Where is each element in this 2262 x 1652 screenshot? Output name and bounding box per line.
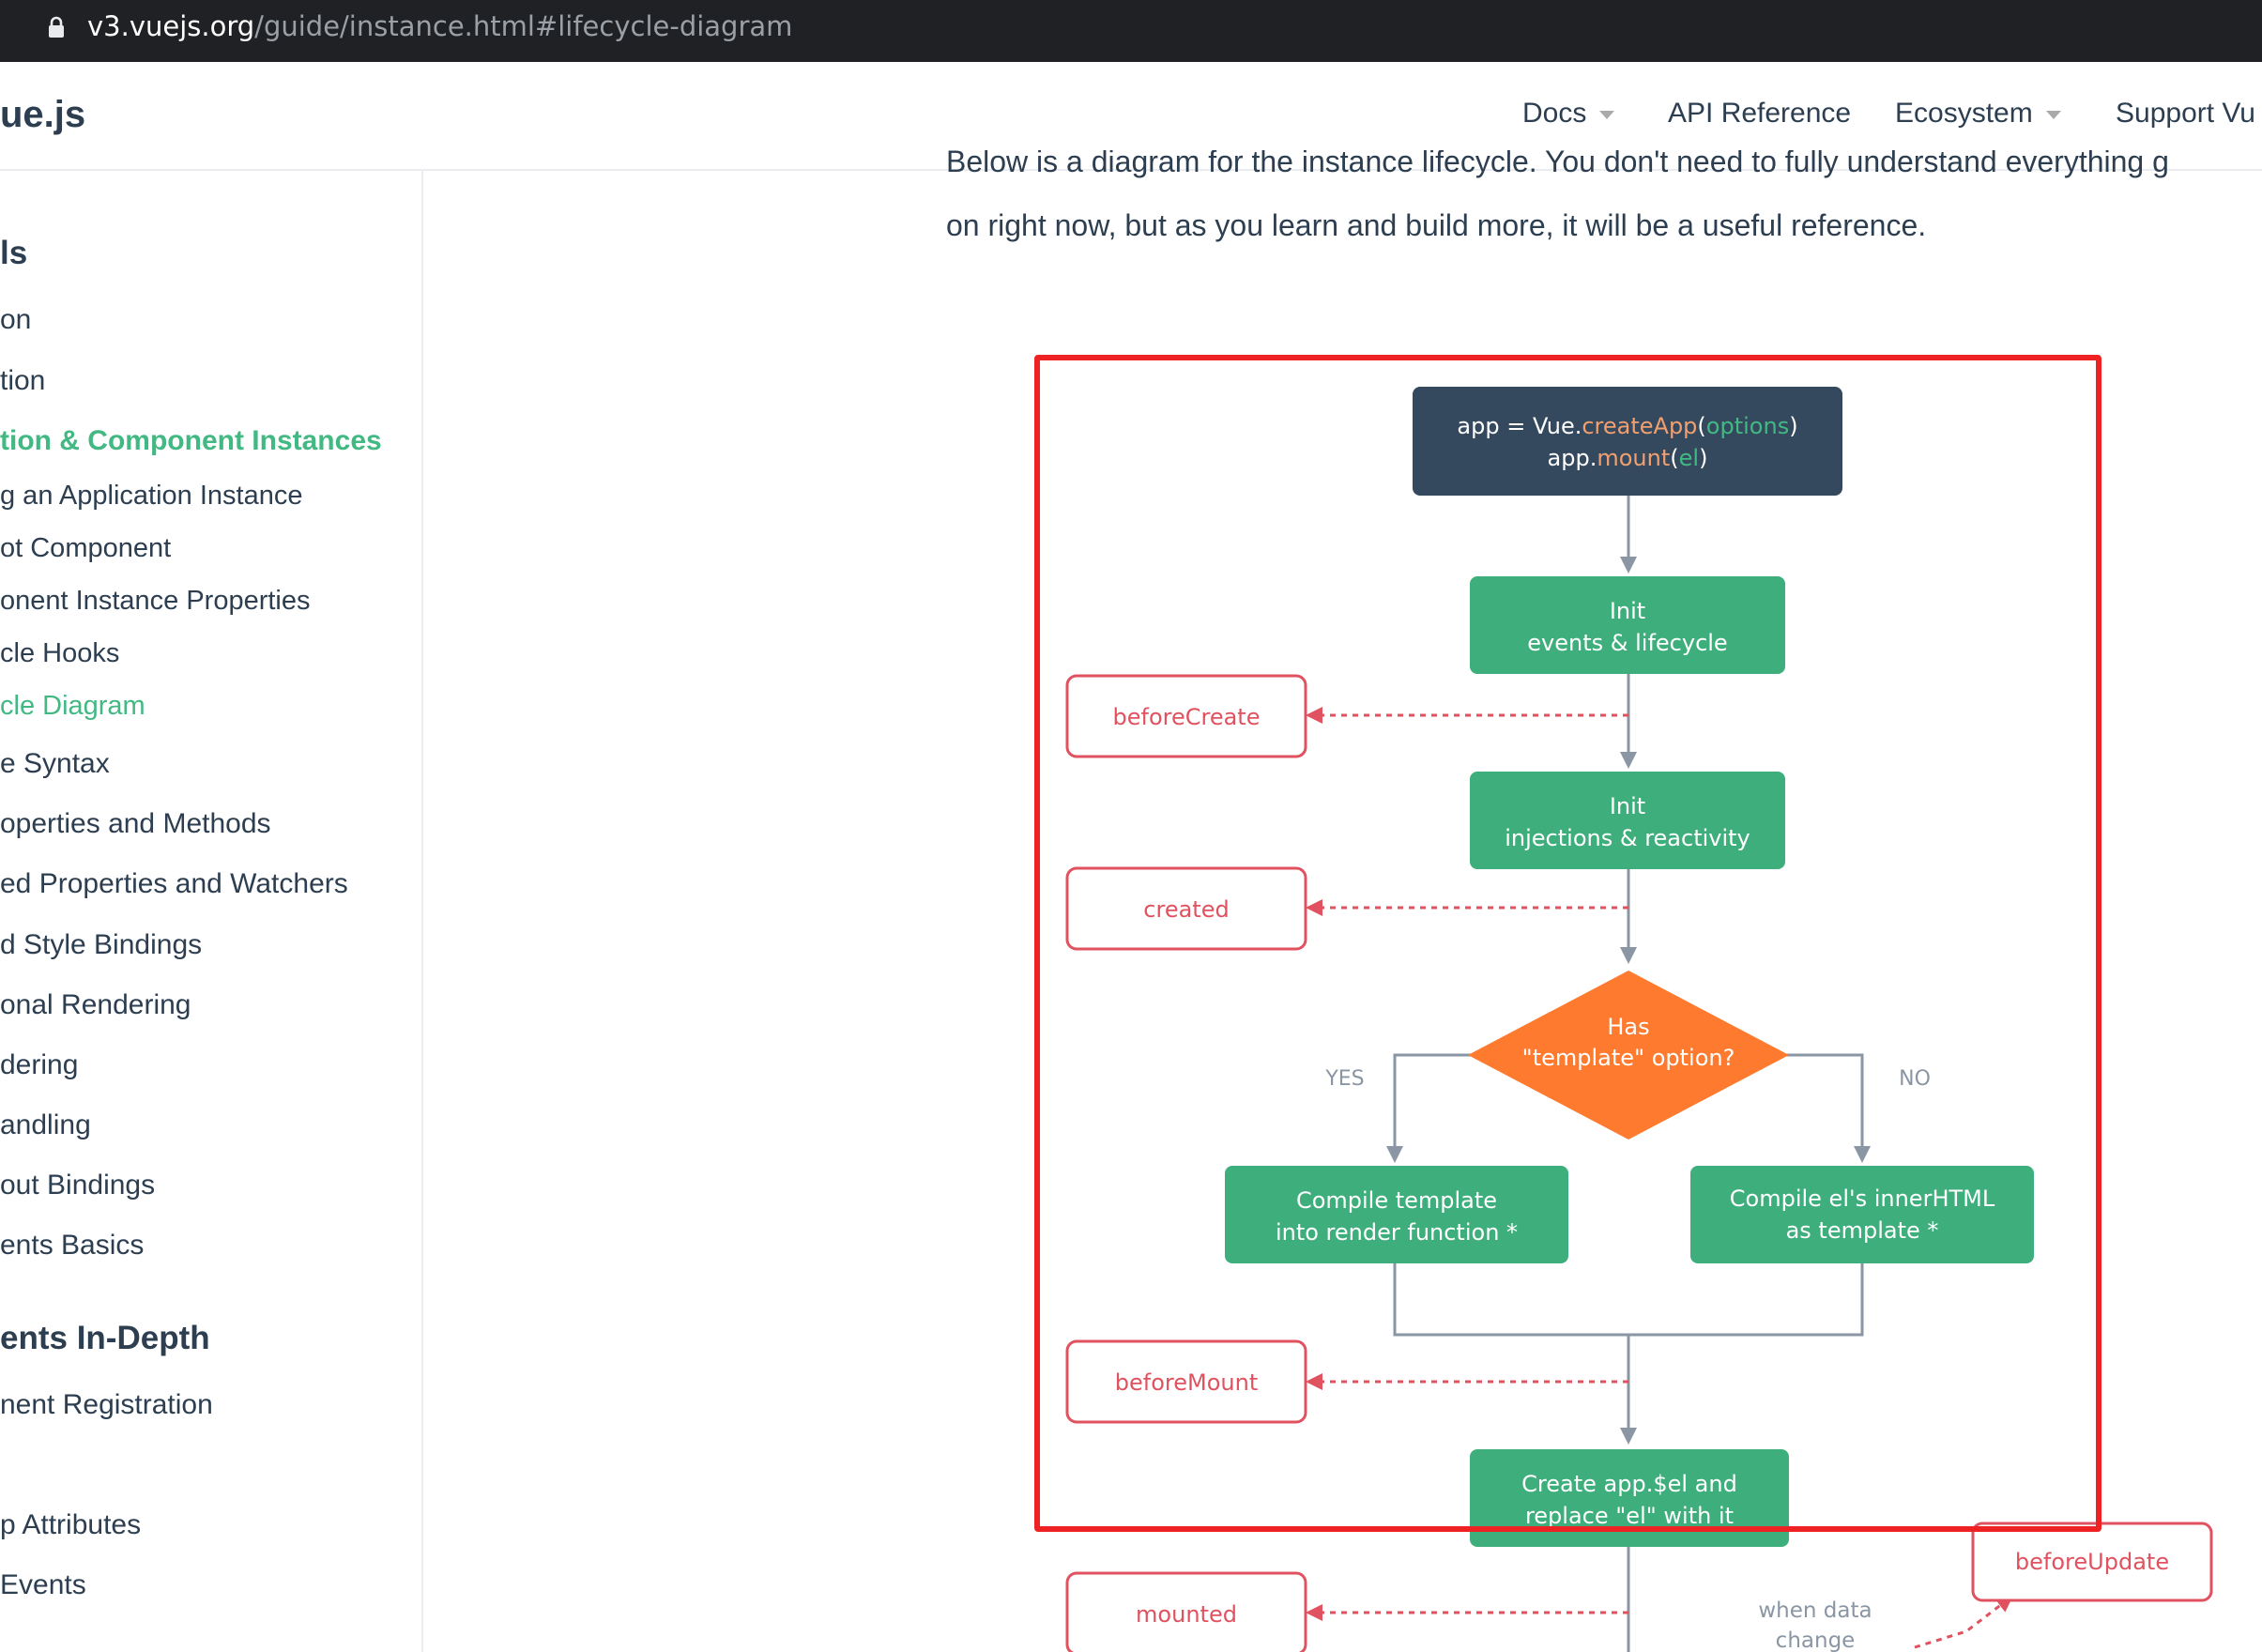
sidebar-item-event-handling[interactable]: andling [0, 1109, 91, 1140]
data-change-line2: change [1776, 1629, 1856, 1652]
chevron-down-icon [1599, 110, 1615, 119]
compile-template-box: Compile template into render function * [1225, 1166, 1568, 1263]
svg-text:app = Vue.createApp(options): app = Vue.createApp(options) [1457, 413, 1797, 439]
url-host: v3.vuejs.org [87, 10, 255, 42]
svg-text:app.mount(el): app.mount(el) [1548, 445, 1708, 471]
paragraph-line-2: on right now, but as you learn and build… [946, 208, 1927, 242]
sidebar-subitem-root-component[interactable]: ot Component [0, 533, 172, 563]
hook-mounted: mounted [1065, 1571, 1307, 1652]
nav-api-reference-label: API Reference [1668, 98, 1852, 129]
create-el-box: Create app.$el and replace "el" with it [1470, 1449, 1789, 1547]
url-text[interactable]: v3.vuejs.org/guide/instance.html#lifecyc… [87, 11, 792, 41]
init-events-line2: events & lifecycle [1527, 630, 1727, 656]
sidebar-item-list-rendering[interactable]: dering [0, 1049, 79, 1080]
paragraph-line-1: Below is a diagram for the instance life… [946, 150, 2169, 178]
sidebar-subitem-lifecycle-hooks[interactable]: cle Hooks [0, 638, 120, 668]
nav-docs[interactable]: Docs [1522, 98, 1615, 130]
yes-label: YES [1324, 1067, 1364, 1091]
intro-paragraph: Below is a diagram for the instance life… [946, 150, 2262, 263]
sidebar-item-data-properties[interactable]: operties and Methods [0, 808, 271, 839]
hook-before-create-label: beforeCreate [1113, 704, 1261, 730]
create-app-box: app = Vue.createApp(options) app.mount(e… [1413, 387, 1842, 496]
template-decision-diamond: Has "template" option? [1468, 971, 1789, 1140]
sidebar-item-component-registration[interactable]: nent Registration [0, 1389, 213, 1420]
sidebar-subitem-instance-properties[interactable]: onent Instance Properties [0, 586, 311, 616]
top-navbar: ue.js Docs API Reference Ecosystem Suppo… [0, 62, 2262, 171]
sidebar-heading-components-in-depth: ents In-Depth [0, 1320, 210, 1356]
create-app-arg: options [1706, 413, 1789, 439]
nav-support[interactable]: Support Vu [2116, 98, 2255, 130]
compile-el-line1: Compile el's innerHTML [1730, 1185, 1995, 1212]
create-el-line1: Create app.$el and [1521, 1471, 1737, 1497]
mount-prefix: app. [1548, 445, 1597, 471]
nav-ecosystem[interactable]: Ecosystem [1895, 98, 2061, 130]
sidebar-item-application-instances[interactable]: tion & Component Instances [0, 425, 382, 456]
init-injections-line1: Init [1610, 793, 1645, 819]
highlight-annotation-box [1034, 355, 2102, 1532]
sidebar-item-installation[interactable]: on [0, 304, 32, 335]
sidebar-item-computed-watchers[interactable]: ed Properties and Watchers [0, 868, 348, 899]
hook-before-create: beforeCreate [1065, 674, 1307, 758]
sidebar-item-introduction[interactable]: tion [0, 365, 46, 396]
sidebar: ls on tion tion & Component Instances g … [0, 171, 423, 1652]
sidebar-item-conditional-rendering[interactable]: onal Rendering [0, 989, 191, 1020]
init-events-box: Init events & lifecycle [1470, 576, 1785, 674]
sidebar-subitem-creating-instance[interactable]: g an Application Instance [0, 481, 303, 511]
sidebar-item-template-syntax[interactable]: e Syntax [0, 748, 110, 779]
compile-template-line1: Compile template [1296, 1187, 1497, 1214]
mount-arg: el [1679, 445, 1699, 471]
hook-before-update: beforeUpdate [1971, 1522, 2213, 1602]
site-logo-text[interactable]: ue.js [0, 94, 86, 135]
create-el-line2: replace "el" with it [1525, 1503, 1734, 1529]
nav-support-label: Support Vu [2116, 98, 2255, 129]
create-app-fn: createApp [1582, 413, 1697, 439]
browser-address-bar[interactable]: v3.vuejs.org/guide/instance.html#lifecyc… [0, 0, 2262, 62]
url-path: /guide/instance.html#lifecycle-diagram [254, 10, 793, 42]
decision-line1: Has [1607, 1014, 1649, 1040]
sidebar-item-custom-events[interactable]: Events [0, 1569, 86, 1600]
nav-api-reference[interactable]: API Reference [1668, 98, 1851, 130]
init-injections-line2: injections & reactivity [1505, 825, 1750, 851]
compile-el-line2: as template * [1786, 1217, 1939, 1244]
sidebar-heading-essentials: ls [0, 235, 28, 271]
init-events-line1: Init [1610, 598, 1645, 624]
sidebar-item-form-input-bindings[interactable]: out Bindings [0, 1170, 156, 1201]
hook-mounted-label: mounted [1136, 1601, 1237, 1628]
compile-el-box: Compile el's innerHTML as template * [1690, 1166, 2034, 1263]
decision-line2: "template" option? [1522, 1045, 1735, 1071]
mount-fn: mount [1597, 445, 1670, 471]
chevron-down-icon [2045, 110, 2061, 119]
hook-before-mount-label: beforeMount [1115, 1369, 1258, 1396]
sidebar-item-components-basics[interactable]: ents Basics [0, 1230, 145, 1261]
sidebar-item-non-prop-attributes[interactable]: p Attributes [0, 1509, 142, 1540]
flow-connectors [1386, 496, 1871, 1652]
hook-created-label: created [1143, 896, 1229, 923]
hook-before-update-label: beforeUpdate [2015, 1549, 2169, 1575]
hook-created: created [1065, 866, 1307, 951]
hook-before-mount: beforeMount [1065, 1339, 1307, 1424]
no-label: NO [1899, 1067, 1931, 1091]
sidebar-subitem-lifecycle-diagram[interactable]: cle Diagram [0, 691, 145, 721]
lock-icon [49, 16, 64, 38]
nav-ecosystem-label: Ecosystem [1895, 98, 2033, 129]
compile-template-line2: into render function * [1276, 1219, 1518, 1246]
data-change-line1: when data [1758, 1598, 1872, 1623]
hook-connectors [1306, 707, 2014, 1649]
sidebar-item-class-style[interactable]: d Style Bindings [0, 929, 203, 960]
create-app-prefix: app = Vue. [1457, 413, 1582, 439]
init-injections-box: Init injections & reactivity [1470, 772, 1785, 869]
nav-docs-label: Docs [1522, 98, 1587, 129]
